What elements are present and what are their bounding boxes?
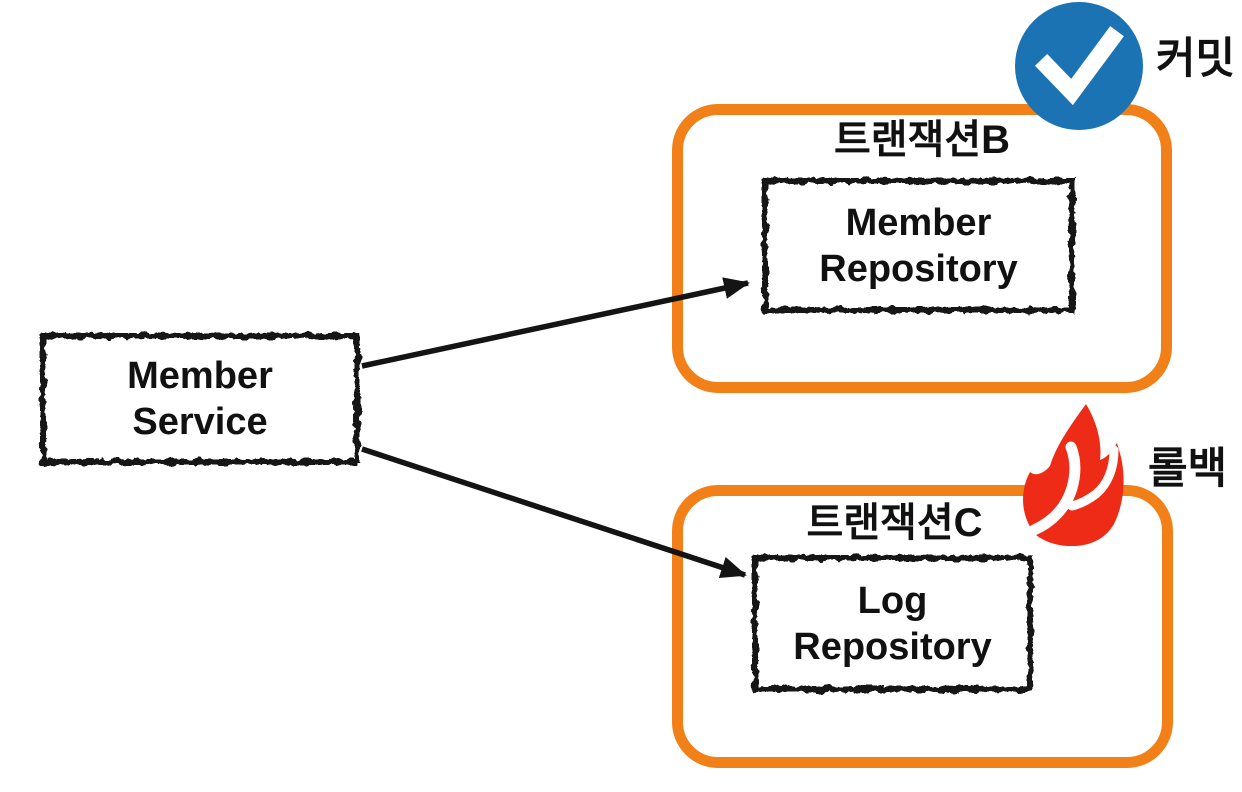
transaction-c-title: 트랜잭션C bbox=[806, 501, 983, 545]
member-service-border bbox=[40, 333, 360, 465]
check-mark bbox=[1034, 26, 1124, 106]
log-repository-label: Log Repository bbox=[793, 579, 992, 668]
member-repository-label: Member Repository bbox=[819, 201, 1018, 290]
member-repository-box: Member Repository bbox=[762, 178, 1075, 313]
member-repository-border bbox=[762, 178, 1075, 313]
check-circle-icon bbox=[1015, 2, 1143, 130]
commit-label: 커밋 bbox=[1156, 35, 1236, 83]
transaction-c-box: 트랜잭션C Log Repository bbox=[672, 485, 1173, 768]
log-repository-box: Log Repository bbox=[752, 555, 1033, 692]
member-service-label: Member Service bbox=[127, 355, 273, 443]
transaction-b-border bbox=[672, 104, 1172, 393]
transaction-b-box: 트랜잭션B Member Repository bbox=[672, 104, 1172, 393]
transaction-c-border bbox=[672, 485, 1173, 768]
log-repository-border bbox=[752, 555, 1033, 692]
rollback-label: 롤백 bbox=[1148, 445, 1228, 493]
fire-icon bbox=[1014, 400, 1134, 547]
transaction-b-title: 트랜잭션B bbox=[833, 118, 1011, 162]
member-service-box: Member Service bbox=[40, 333, 360, 465]
